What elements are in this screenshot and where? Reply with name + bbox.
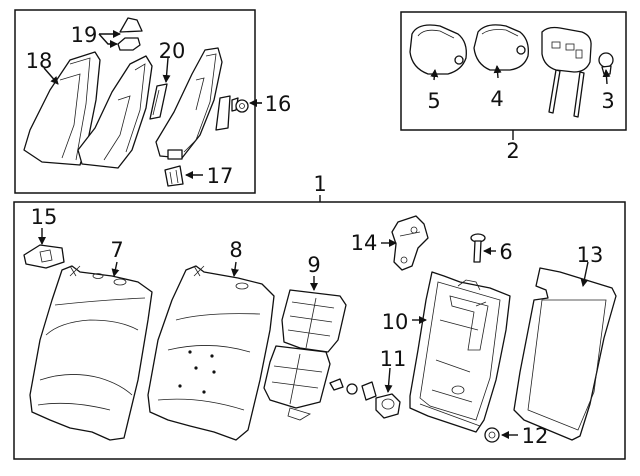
leader-8 [231,261,239,277]
callout-5: 5 [427,89,440,113]
callout-7: 7 [110,238,123,262]
part-6-bolt [470,233,486,263]
part-9-heating-pad [263,289,347,421]
part-13-back-panel [513,267,617,441]
callout-20: 20 [159,39,186,63]
part-20-strip [149,83,168,120]
callout-13: 13 [577,243,604,267]
right-trim-panel [155,47,223,160]
callout-4: 4 [490,87,503,111]
callout-1: 1 [313,172,326,196]
part-12-washer [484,427,500,443]
small-hardware [329,378,377,401]
headrest-with-posts [541,26,592,118]
part-10-seatback-frame [409,271,511,433]
leader-7 [111,261,120,277]
leader-3 [602,69,611,85]
part-7-seatback-pad [29,265,153,441]
leader-18 [43,67,59,85]
leader-19b [98,33,118,48]
middle-trim-panel [77,55,153,169]
part-16-bracket [215,95,249,131]
callout-2: 2 [506,139,519,163]
part-14-bracket [391,215,429,271]
part-17-clip [164,165,184,187]
part-8-seatback-cover [147,265,275,441]
part-15-cap [23,244,65,269]
callout-16: 16 [265,92,292,116]
callout-12: 12 [522,424,549,448]
callout-11: 11 [380,347,407,371]
part-18-side-trim [23,51,101,166]
part-11-latch-cover [375,393,401,419]
leader-13 [580,261,589,287]
part-19-clips [117,17,143,51]
callout-14: 14 [351,231,378,255]
part-5-headrest [409,24,467,75]
part-4-headrest [473,24,529,71]
callout-19: 19 [71,23,98,47]
callout-8: 8 [229,238,242,262]
callout-15: 15 [31,205,58,229]
callout-9: 9 [307,253,320,277]
callout-6: 6 [499,240,512,264]
callout-10: 10 [382,310,409,334]
callout-18: 18 [26,49,53,73]
leader-4 [493,65,502,79]
callout-17: 17 [207,164,234,188]
callout-3: 3 [601,89,614,113]
leader-11 [384,367,393,393]
leader-20 [162,57,171,83]
leader-5 [430,69,439,81]
